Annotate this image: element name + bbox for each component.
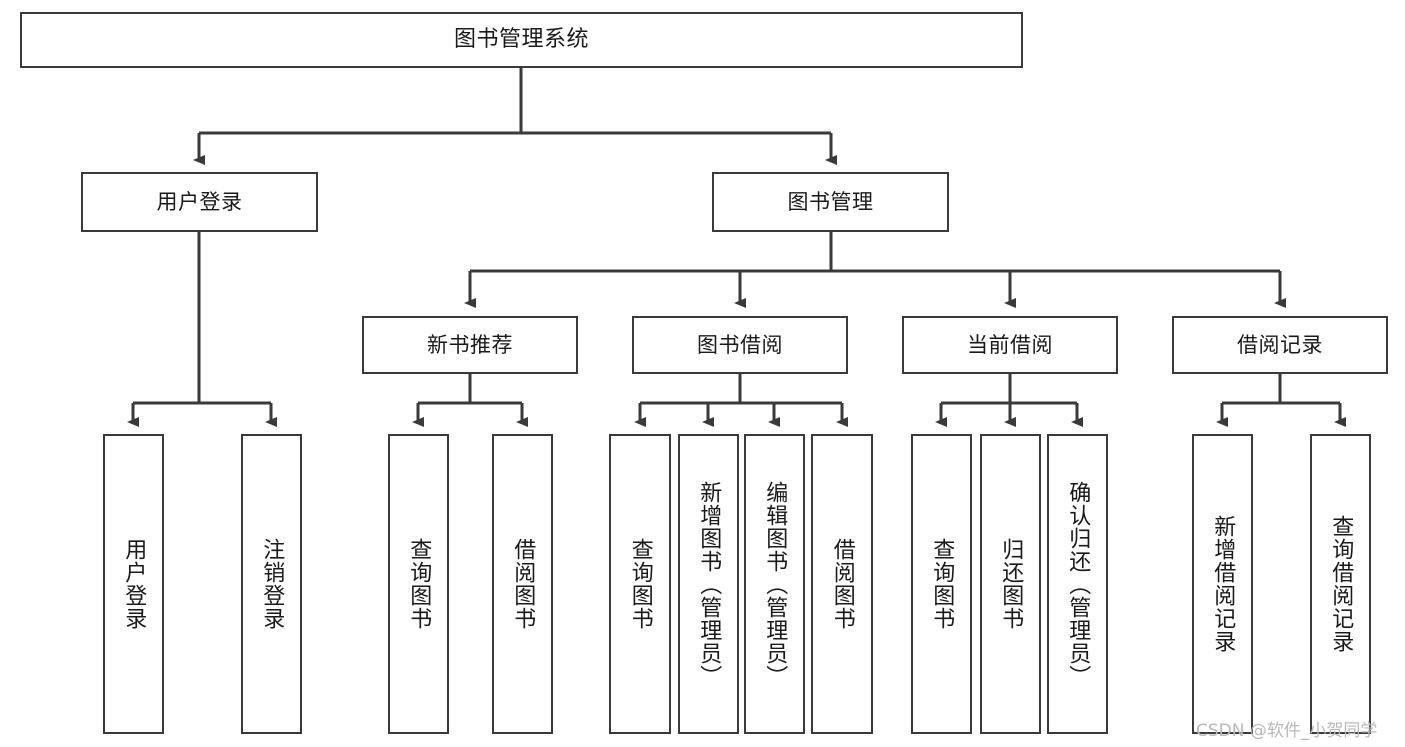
node-label: 查询借阅记录 [1328, 515, 1354, 653]
leaf-new-book-query-books[interactable]: 查询图书 [388, 434, 449, 734]
node-label: 新书推荐 [427, 332, 513, 357]
node-label: 借阅图书 [510, 538, 536, 630]
leaf-borrow-record-add-record[interactable]: 新增借阅记录 [1192, 434, 1253, 734]
node-label: 新增图书（管理员） [696, 480, 722, 688]
node-borrow-record[interactable]: 借阅记录 [1172, 316, 1388, 374]
leaf-new-book-borrow-books[interactable]: 借阅图书 [492, 434, 553, 734]
leaf-book-borrow-edit-book-admin[interactable]: 编辑图书（管理员） [744, 434, 805, 734]
node-label: 用户登录 [156, 189, 243, 214]
node-label: 借阅记录 [1237, 332, 1323, 357]
leaf-borrow-record-query-record[interactable]: 查询借阅记录 [1310, 434, 1371, 734]
node-label: 归还图书 [998, 538, 1024, 630]
node-label: 图书借阅 [697, 332, 783, 357]
node-label: 查询图书 [627, 538, 653, 630]
node-book-borrow[interactable]: 图书借阅 [632, 316, 848, 374]
node-root-book-management-system[interactable]: 图书管理系统 [20, 12, 1023, 68]
node-label: 图书管理系统 [453, 26, 589, 52]
node-new-book-recommend[interactable]: 新书推荐 [362, 316, 578, 374]
leaf-book-borrow-query-books[interactable]: 查询图书 [609, 434, 671, 734]
node-label: 编辑图书（管理员） [762, 480, 788, 688]
node-label: 查询图书 [929, 538, 955, 630]
leaf-current-borrow-confirm-return-admin[interactable]: 确认归还（管理员） [1047, 434, 1108, 734]
node-label: 查询图书 [406, 538, 432, 630]
node-label: 当前借阅 [967, 332, 1053, 357]
leaf-current-borrow-return-books[interactable]: 归还图书 [980, 434, 1041, 734]
node-book-management[interactable]: 图书管理 [712, 172, 949, 232]
leaf-user-login-logout[interactable]: 注销登录 [241, 434, 302, 734]
node-user-login[interactable]: 用户登录 [81, 172, 318, 232]
node-label: 新增借阅记录 [1210, 515, 1236, 653]
leaf-book-borrow-borrow-books[interactable]: 借阅图书 [811, 434, 873, 734]
csdn-watermark: CSDN @软件_小贺同学 [1196, 721, 1378, 741]
leaf-current-borrow-query-books[interactable]: 查询图书 [911, 434, 972, 734]
node-label: 注销登录 [259, 538, 285, 630]
node-label: 确认归还（管理员） [1065, 480, 1091, 688]
node-current-borrow[interactable]: 当前借阅 [902, 316, 1118, 374]
node-label: 用户登录 [121, 538, 147, 630]
node-label: 图书管理 [787, 189, 874, 214]
leaf-book-borrow-add-book-admin[interactable]: 新增图书（管理员） [678, 434, 739, 734]
leaf-user-login-login[interactable]: 用户登录 [103, 434, 164, 734]
node-label: 借阅图书 [829, 538, 855, 630]
